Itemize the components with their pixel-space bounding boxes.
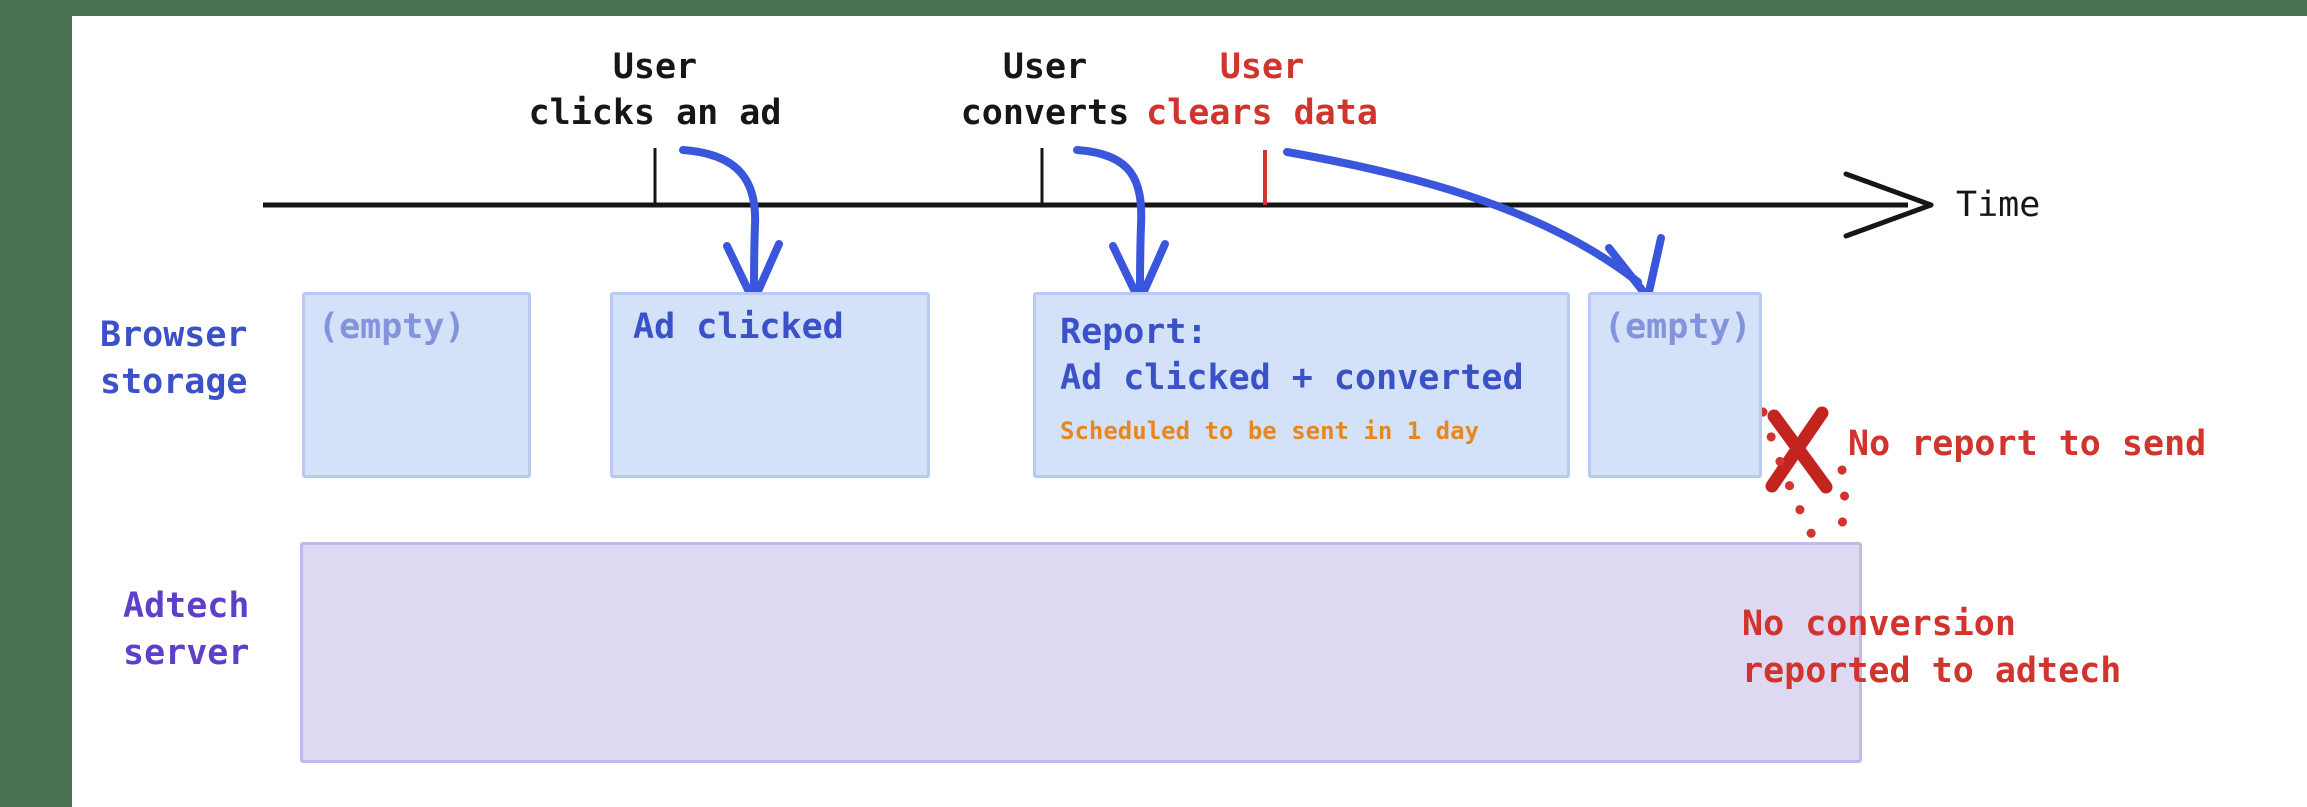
event-label-clicks-ad: User clicks an ad [529,44,782,136]
report-detail: Ad clicked + converted [1060,358,1524,398]
event-label-converts: User converts [961,44,1130,136]
arrow-click-to-storage-icon [679,146,783,302]
storage-box-ad-clicked: Ad clicked [610,292,930,478]
event-label-line: clicks an ad [528,93,782,133]
storage-box-report: Report: Ad clicked + converted Scheduled… [1033,292,1570,478]
time-axis-label: Time [1956,185,2041,225]
report-block: Report: Ad clicked + converted Scheduled… [1036,295,1567,445]
report-title: Report: [1060,312,1208,352]
adtech-server-box [300,542,1862,763]
storage-box-text: Ad clicked [633,307,844,347]
annotation-no-conversion: No conversion reported to adtech [1742,604,2122,691]
event-label-clears-data: User clears data [1146,44,1378,136]
report-schedule-note: Scheduled to be sent in 1 day [1060,417,1480,445]
annotation-no-report: No report to send [1848,424,2207,464]
event-label-line: clears data [1146,93,1378,133]
event-label-line: User [612,47,698,87]
arrow-clear-to-storage-icon [1283,148,1665,296]
row-label-browser-storage: Browser storage [100,315,248,402]
timeline-arrowhead-icon [1843,171,1934,239]
event-label-line: User [1002,47,1088,87]
storage-box-text: (empty) [318,307,466,347]
event-label-line: User [1219,47,1305,87]
red-x-icon [1765,406,1833,494]
storage-box-empty-1: (empty) [302,292,531,478]
storage-box-empty-2: (empty) [1588,292,1762,478]
row-label-adtech-server: Adtech server [123,586,250,673]
arrow-convert-to-storage-icon [1073,146,1169,302]
frame-left-bar [0,0,72,807]
frame-top-bar [0,0,2307,16]
event-label-line: converts [960,93,1130,133]
storage-box-text: (empty) [1604,307,1752,347]
